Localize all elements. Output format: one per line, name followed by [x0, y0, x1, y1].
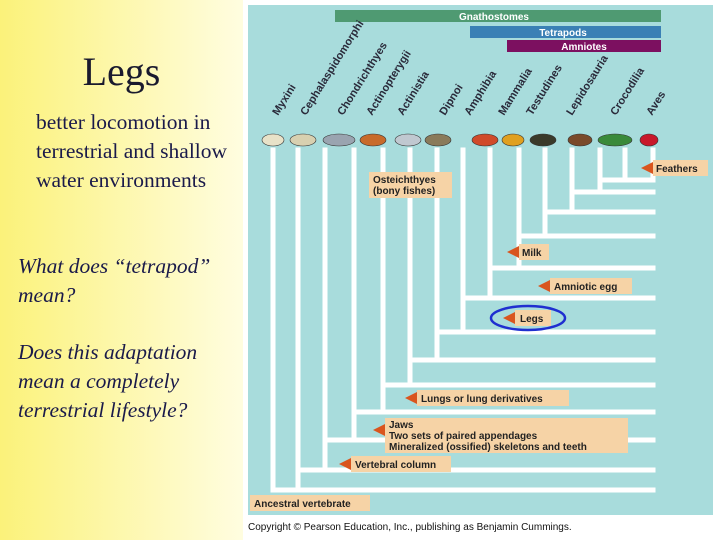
amniotic-egg-arrow — [538, 280, 550, 292]
bony-fishes-label: (bony fishes) — [373, 186, 435, 197]
lamprey-icon — [290, 134, 316, 146]
taxon-label-amphibia: Amphibia — [462, 68, 499, 118]
amniotic-egg-label: Amniotic egg — [554, 282, 617, 293]
lungs-label: Lungs or lung derivatives — [421, 394, 543, 405]
character-vertebral-column: Vertebral column — [339, 456, 451, 472]
salamander-icon — [472, 134, 498, 146]
gnathostomes-label: Gnathostomes — [459, 12, 529, 23]
character-jaws: Jaws Two sets of paired appendages Miner… — [373, 418, 628, 453]
legs-arrow — [503, 312, 515, 324]
character-milk: Milk — [507, 244, 549, 260]
feathers-arrow — [641, 162, 653, 174]
mineralized-skeleton-label: Mineralized (ossified) skeletons and tee… — [389, 442, 587, 453]
lungs-arrow — [405, 392, 417, 404]
feathers-label: Feathers — [656, 164, 698, 175]
hagfish-icon — [262, 134, 284, 146]
legs-label: Legs — [520, 314, 544, 325]
taxon-label-cephalaspidomorphi: Cephalaspidomorphi — [298, 18, 366, 117]
shark-icon — [323, 134, 355, 146]
taxon-label-dipnoi: Dipnoi — [437, 82, 465, 117]
fish-icon — [360, 134, 386, 146]
milk-label: Milk — [522, 248, 542, 259]
taxon-label-actinistia: Actinistia — [395, 68, 432, 117]
milk-arrow — [507, 246, 519, 258]
ancestral-vertebrate: Ancestral vertebrate — [250, 495, 370, 511]
jaws-label: Jaws — [389, 420, 414, 431]
ancestral-vertebrate-label: Ancestral vertebrate — [254, 499, 351, 510]
coelacanth-icon — [395, 134, 421, 146]
vertebral-column-label: Vertebral column — [355, 460, 436, 471]
character-lungs: Lungs or lung derivatives — [405, 390, 569, 406]
osteichthyes-label: Osteichthyes — [373, 175, 436, 186]
taxon-label-aves: Aves — [644, 89, 668, 117]
amniotes-label: Amniotes — [561, 42, 607, 53]
lungfish-icon — [425, 134, 451, 146]
leopard-icon — [502, 134, 524, 146]
taxon-label-lepidosauria: Lepidosauria — [564, 52, 611, 117]
turtle-icon — [530, 134, 556, 146]
tetrapods-label: Tetrapods — [539, 28, 587, 39]
character-legs: Legs — [491, 306, 565, 330]
paired-appendages-label: Two sets of paired appendages — [389, 431, 538, 442]
jaws-arrow — [373, 424, 385, 436]
crocodile-icon — [598, 134, 632, 146]
lizard-icon — [568, 134, 592, 146]
taxon-label-myxini: Myxini — [270, 82, 298, 117]
character-amniotic-egg: Amniotic egg — [538, 278, 632, 294]
taxon-label-crocodilia: Crocodilia — [608, 65, 647, 118]
animal-icons — [262, 134, 658, 146]
copyright-notice: Copyright © Pearson Education, Inc., pub… — [248, 522, 572, 533]
bird-icon — [640, 134, 658, 146]
